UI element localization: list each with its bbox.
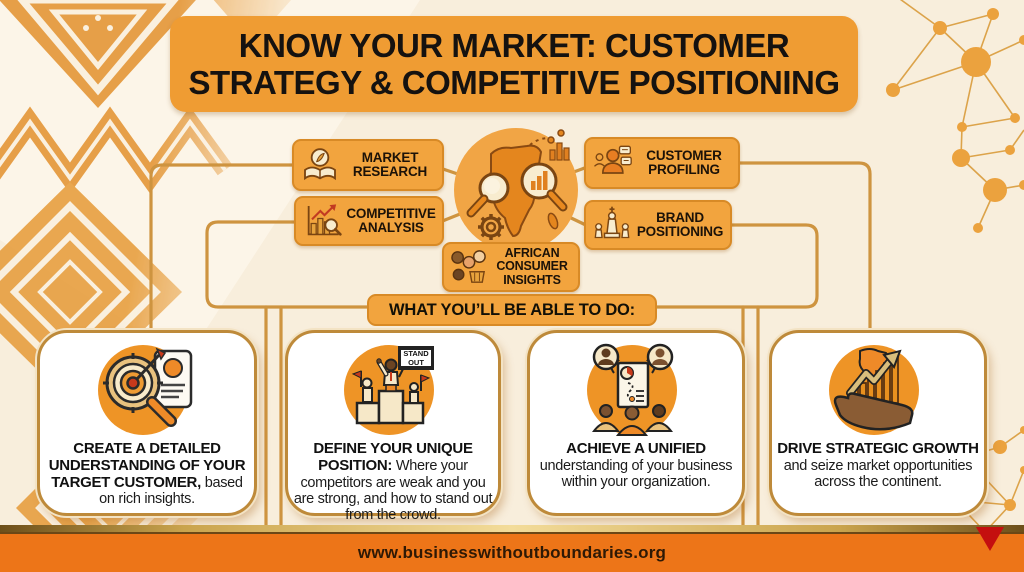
outcome-card-strategic-growth: DRIVE STRATEGIC GROWTH and seize market … (769, 330, 987, 516)
page-title-line1: KNOW YOUR MARKET: CUSTOMER (238, 26, 790, 64)
page-title-line2: STRATEGY & COMPETITIVE POSITIONING (188, 64, 840, 101)
target-magnifier-icon (98, 345, 193, 435)
card-text-detail: and seize market opportunities across th… (783, 457, 973, 491)
card-text-detail: Where your competitors are weak and you … (293, 457, 493, 524)
topic-label: CUSTOMER PROFILING (646, 147, 722, 177)
card-text-detail: based on rich insights. (99, 474, 243, 508)
hand-growth-chart-icon (829, 345, 919, 435)
outcome-card-target-customer: CREATE A DETAILED UNDERSTANDING OF YOUR … (37, 330, 257, 516)
card-icon-wrap: STAND OUT (341, 341, 445, 441)
section-heading-bar: WHAT YOU’LL BE ABLE TO DO: (367, 294, 657, 326)
outcome-card-unique-position: STAND OUT DEFINE YOUR UNIQUE POSITION: W… (285, 330, 501, 523)
card-text-emphasis: DRIVE STRATEGIC GROWTH (777, 440, 979, 457)
person-chat-icon (594, 145, 632, 174)
card-text: DRIVE STRATEGIC GROWTH and seize market … (772, 440, 984, 491)
topic-african-consumer-insights: AFRICAN CONSUMER INSIGHTS (442, 242, 580, 292)
chess-pieces-icon (594, 206, 630, 239)
card-text-detail: understanding of your business within yo… (539, 457, 733, 491)
book-compass-icon (304, 148, 336, 181)
red-triangle-marker (976, 527, 1004, 551)
card-text-emphasis: ACHIEVE A UNIFIED (566, 440, 706, 457)
card-text-emphasis: DEFINE YOUR UNIQUE POSITION: (313, 440, 473, 474)
topic-brand-positioning: BRAND POSITIONING (584, 200, 732, 250)
topic-market-research: MARKET RESEARCH (292, 139, 444, 191)
card-text: CREATE A DETAILED UNDERSTANDING OF YOUR … (40, 440, 254, 508)
footer-url: www.businesswithoutboundaries.org (357, 543, 667, 562)
page-title: KNOW YOUR MARKET: CUSTOMER STRATEGY & CO… (170, 16, 858, 112)
footer-bar: www.businesswithoutboundaries.org (0, 532, 1024, 572)
topic-label: MARKET RESEARCH (352, 149, 428, 179)
chart-magnifier-icon (307, 204, 342, 236)
footer-gold-divider (0, 525, 1024, 532)
card-icon-wrap (826, 341, 930, 441)
section-heading: WHAT YOU’LL BE ABLE TO DO: (389, 300, 635, 319)
topic-label: AFRICAN CONSUMER INSIGHTS (496, 246, 568, 287)
africa-map-analysis-icon (454, 128, 578, 252)
outcome-card-unified-understanding: ACHIEVE A UNIFIED understanding of your … (527, 330, 745, 516)
card-icon-wrap (95, 341, 199, 441)
people-basket-icon (451, 250, 486, 283)
stand-out-sign: STAND OUT (399, 348, 433, 368)
topic-competitive-analysis: COMPETITIVE ANALYSIS (294, 196, 444, 246)
team-document-icon (587, 343, 677, 436)
topic-customer-profiling: CUSTOMER PROFILING (584, 137, 740, 189)
topic-label: COMPETITIVE ANALYSIS (346, 205, 436, 235)
card-icon-wrap (584, 341, 688, 441)
card-text: ACHIEVE A UNIFIED understanding of your … (530, 440, 742, 491)
card-text: DEFINE YOUR UNIQUE POSITION: Where your … (288, 440, 498, 524)
card-text-emphasis: CREATE A DETAILED UNDERSTANDING OF YOUR … (48, 440, 246, 491)
topic-label: BRAND POSITIONING (636, 209, 724, 239)
